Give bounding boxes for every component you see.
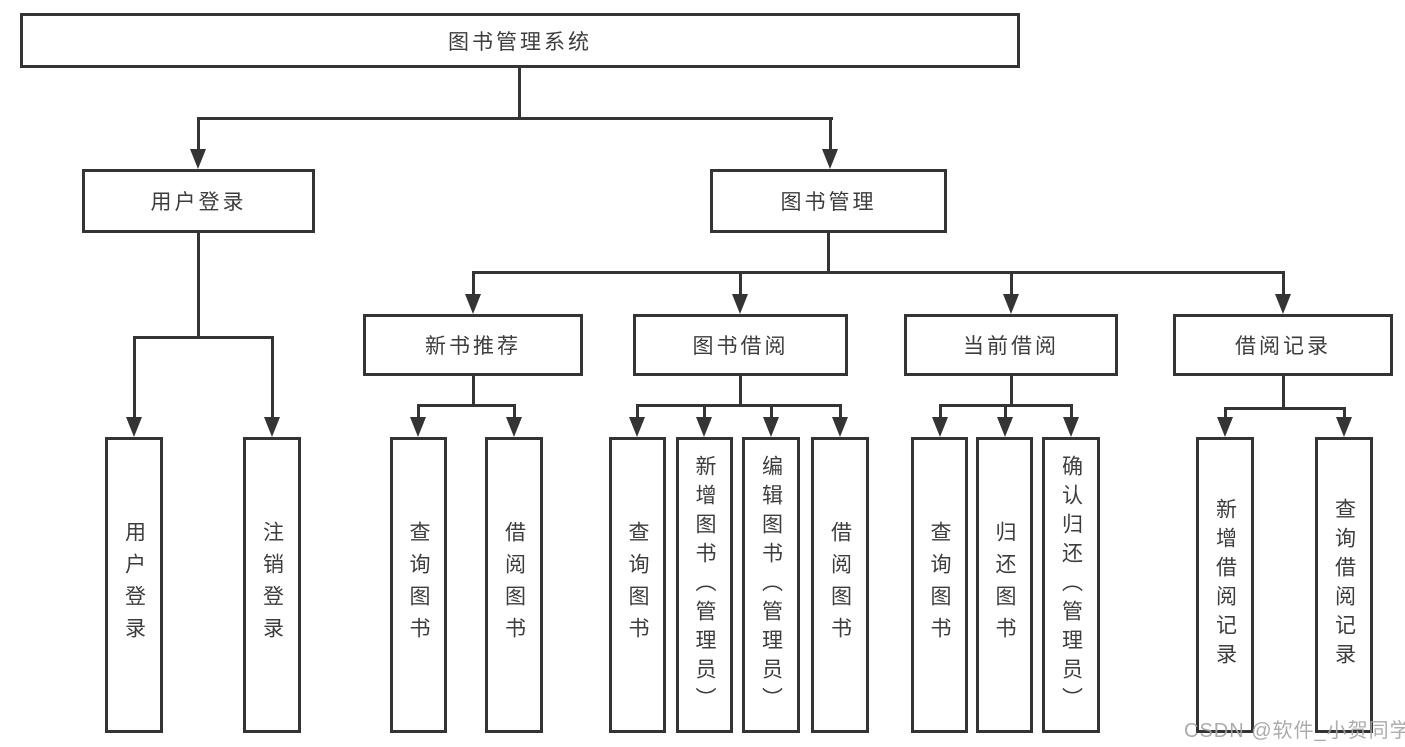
connector-line	[1282, 374, 1285, 407]
leaf-label: 查询借阅记录	[1332, 498, 1356, 672]
connector-line	[703, 404, 706, 419]
arrow-down-icon	[1217, 417, 1233, 437]
arrow-down-icon	[126, 417, 142, 437]
arrow-down-icon	[1275, 294, 1291, 314]
connector-line	[1224, 407, 1345, 410]
connector-line	[197, 231, 200, 336]
leaf-label: 编辑图书（管理员）	[759, 454, 783, 716]
leaf-query-books-recommend: 查询图书	[390, 437, 447, 733]
leaf-label: 查询图书	[626, 521, 649, 649]
arrow-down-icon	[832, 417, 848, 437]
leaf-query-books-current: 查询图书	[911, 437, 968, 733]
leaf-label: 查询图书	[928, 521, 951, 649]
connector-line	[827, 231, 830, 271]
leaf-label: 新增图书（管理员）	[693, 454, 716, 716]
connector-line	[1224, 407, 1227, 419]
arrow-down-icon	[997, 417, 1013, 437]
connector-line	[518, 66, 521, 117]
arrow-down-icon	[696, 417, 712, 437]
leaf-confirm-return-admin: 确认归还（管理员）	[1042, 437, 1100, 733]
leaf-label: 确认归还（管理员）	[1059, 454, 1083, 716]
arrow-down-icon	[465, 294, 481, 314]
leaf-label: 查询图书	[407, 521, 430, 649]
node-book-borrow: 图书借阅	[633, 314, 848, 376]
arrow-down-icon	[732, 294, 748, 314]
node-library-system: 图书管理系统	[20, 13, 1020, 68]
leaf-borrow-books: 借阅图书	[811, 437, 869, 733]
connector-line	[472, 374, 475, 404]
connector-line	[939, 404, 942, 419]
node-user-login: 用户登录	[82, 169, 315, 233]
connector-line	[133, 336, 274, 339]
connector-line	[829, 117, 832, 151]
node-new-book-recommend: 新书推荐	[363, 314, 583, 376]
leaf-label: 借阅图书	[502, 521, 526, 649]
leaf-borrow-books-recommend: 借阅图书	[485, 437, 543, 733]
leaf-edit-books-admin: 编辑图书（管理员）	[742, 437, 800, 733]
connector-line	[1282, 271, 1285, 296]
leaf-logout: 注销登录	[243, 437, 301, 733]
leaf-label: 新增借阅记录	[1213, 498, 1237, 672]
connector-line	[197, 117, 200, 151]
connector-line	[1343, 407, 1346, 419]
connector-line	[417, 404, 420, 419]
arrow-down-icon	[1063, 417, 1079, 437]
connector-line	[770, 404, 773, 419]
leaf-user-login: 用户登录	[105, 437, 163, 733]
node-borrow-records: 借阅记录	[1173, 314, 1393, 376]
arrow-down-icon	[932, 417, 948, 437]
leaf-label: 注销登录	[260, 521, 284, 649]
arrow-down-icon	[264, 417, 280, 437]
leaf-label: 归还图书	[993, 521, 1016, 649]
arrow-down-icon	[410, 417, 426, 437]
connector-line	[472, 271, 475, 296]
connector-line	[1070, 404, 1073, 419]
leaf-query-borrow-record: 查询借阅记录	[1315, 437, 1373, 733]
arrow-down-icon	[822, 149, 838, 169]
leaf-label: 用户登录	[122, 521, 146, 649]
arrow-down-icon	[1336, 417, 1352, 437]
connector-line	[197, 117, 833, 120]
connector-line	[636, 404, 841, 407]
connector-line	[1010, 374, 1013, 404]
leaf-add-books-admin: 新增图书（管理员）	[676, 437, 733, 733]
connector-line	[271, 336, 274, 419]
node-book-management: 图书管理	[710, 169, 947, 233]
connector-line	[1004, 404, 1007, 419]
arrow-down-icon	[629, 417, 645, 437]
node-current-borrow: 当前借阅	[904, 314, 1118, 376]
arrow-down-icon	[190, 149, 206, 169]
leaf-label: 借阅图书	[828, 521, 852, 649]
arrow-down-icon	[1003, 294, 1019, 314]
leaf-return-books: 归还图书	[976, 437, 1033, 733]
connector-line	[133, 336, 136, 419]
connector-line	[417, 404, 516, 407]
connector-line	[739, 374, 742, 404]
leaf-add-borrow-record: 新增借阅记录	[1196, 437, 1254, 733]
connector-line	[472, 271, 1285, 274]
arrow-down-icon	[763, 417, 779, 437]
watermark-text: CSDN @软件_小贺同学	[1184, 720, 1405, 742]
connector-line	[1010, 271, 1013, 296]
arrow-down-icon	[506, 417, 522, 437]
leaf-query-books-borrow: 查询图书	[609, 437, 666, 733]
connector-line	[739, 271, 742, 296]
connector-line	[513, 404, 516, 419]
connector-line	[636, 404, 639, 419]
connector-line	[839, 404, 842, 419]
